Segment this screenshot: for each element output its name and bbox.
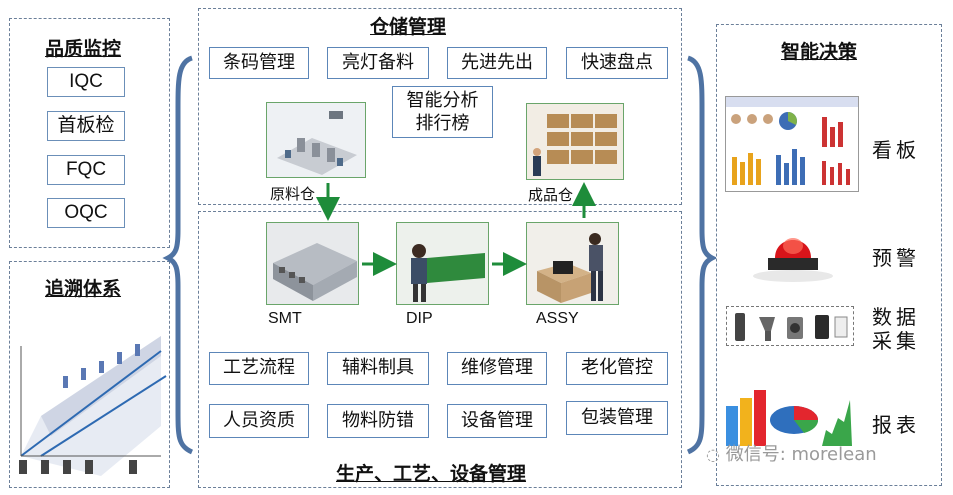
- warehouse-feature-fifo: 先进先出: [447, 47, 547, 79]
- quality-item-iqc: IQC: [47, 67, 125, 97]
- dip-worker-image: [396, 222, 489, 305]
- production-feature-personnel-qualification: 人员资质: [209, 404, 309, 438]
- production-title: 生产、工艺、设备管理: [336, 463, 527, 485]
- warehouse-feature-quick-stocktake: 快速盘点: [566, 47, 668, 79]
- right-brace: [686, 55, 718, 455]
- decision-item-report: 报表: [872, 413, 920, 437]
- trace-title: 追溯体系: [45, 278, 122, 300]
- assy-station-label: ASSY: [536, 310, 579, 327]
- quality-item-first-board: 首板检: [47, 111, 125, 141]
- decision-item-kanban: 看板: [872, 138, 920, 162]
- production-feature-equipment-management: 设备管理: [447, 404, 547, 438]
- kanban-dashboard-icon: [725, 96, 859, 192]
- production-feature-aging-control: 老化管控: [566, 352, 668, 385]
- assy-worker-image: [526, 222, 619, 305]
- warehouse-analysis-ranking: 智能分析 排行榜: [392, 86, 493, 138]
- production-feature-tooling: 辅料制具: [327, 352, 429, 385]
- report-chart-icon: [724, 380, 856, 448]
- trace-panel: 追溯体系: [9, 261, 170, 488]
- traceability-diagram-image: [19, 336, 167, 476]
- raw-warehouse-label: 原料仓: [270, 185, 316, 203]
- data-collection-devices-icon: [726, 306, 854, 346]
- quality-item-oqc: OQC: [47, 198, 125, 228]
- decision-title: 智能决策: [781, 41, 858, 63]
- production-feature-packaging-management: 包装管理: [566, 401, 668, 435]
- watermark: ◌ 微信号: morelean: [706, 440, 877, 465]
- raw-warehouse-image: [266, 102, 366, 178]
- finished-warehouse-label: 成品仓: [528, 186, 574, 204]
- decision-item-alert: 预警: [872, 246, 920, 270]
- decision-item-data-collection: 数据 采集: [872, 305, 920, 353]
- production-feature-process-flow: 工艺流程: [209, 352, 309, 385]
- production-feature-maintenance: 维修管理: [447, 352, 547, 385]
- production-feature-material-error-proofing: 物料防错: [327, 404, 429, 438]
- watermark-text: 微信号: morelean: [725, 444, 877, 465]
- warehouse-feature-light-picking: 亮灯备料: [327, 47, 429, 79]
- smt-station-label: SMT: [268, 310, 302, 327]
- finished-warehouse-image: [526, 103, 624, 180]
- alarm-siren-icon: [748, 216, 838, 286]
- quality-item-fqc: FQC: [47, 155, 125, 185]
- quality-title: 品质监控: [45, 38, 122, 60]
- left-brace: [162, 55, 194, 455]
- warehouse-title: 仓储管理: [370, 16, 447, 38]
- smt-machine-image: [266, 222, 359, 305]
- wechat-icon: ◌: [706, 445, 720, 464]
- warehouse-feature-barcode: 条码管理: [209, 47, 309, 79]
- dip-station-label: DIP: [406, 310, 433, 327]
